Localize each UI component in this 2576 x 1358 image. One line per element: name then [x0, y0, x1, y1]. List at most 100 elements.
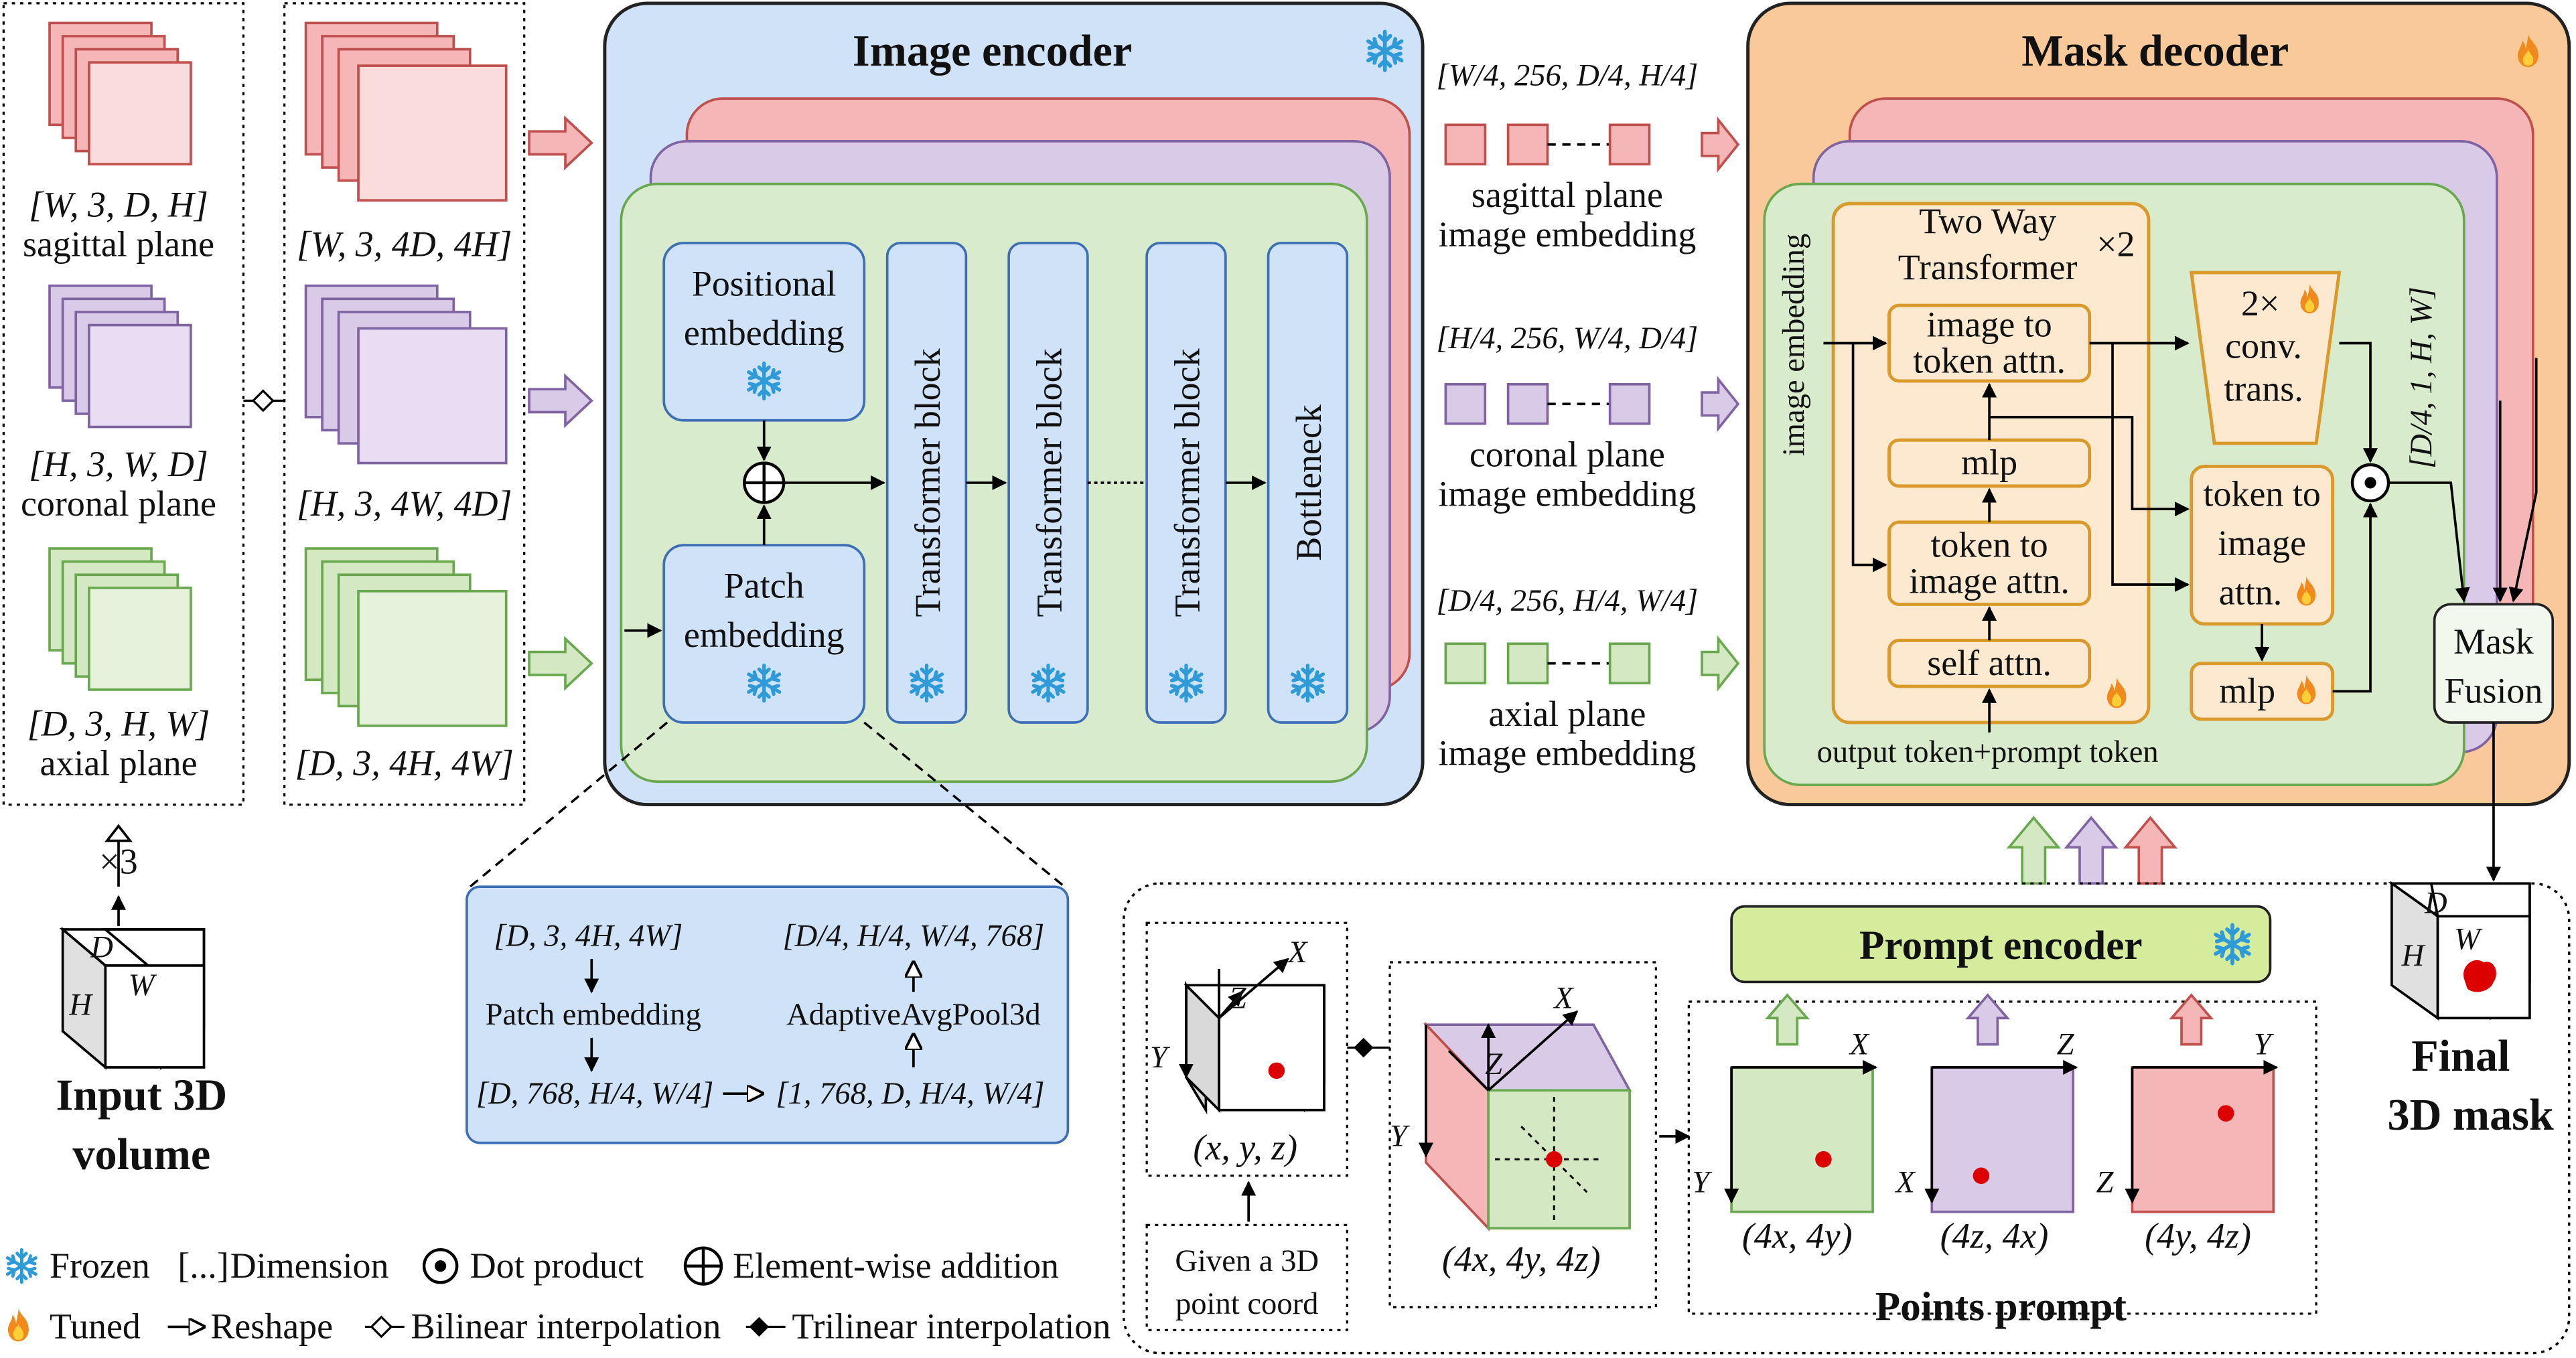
axial-embedding-label-2: image embedding	[1438, 733, 1696, 773]
points-prompt-title: Points prompt	[1875, 1284, 2127, 1330]
encoder-block-1: Transformer block	[885, 242, 968, 724]
coord-4xyz: (4x, 4y, 4z)	[1442, 1239, 1601, 1279]
patch-embedding-detail: [D, 3, 4H, 4W] Patch embedding [D, 768, …	[466, 721, 1070, 1144]
decoder-mlp-label: mlp	[1961, 443, 2017, 483]
conv-label-2: conv.	[2225, 326, 2302, 366]
image-encoder: Image encoder Positional embedding Patch…	[603, 1, 1425, 807]
input-stacks-column: [W, 3, D, H] sagittal plane [H, 3, W, D]…	[2, 2, 244, 806]
plane-prompts: X Y (4x, 4y) Z X (4z, 4x) Y	[1687, 993, 2317, 1330]
conv-label-3: trans.	[2224, 368, 2303, 408]
final-cube-w: W	[2454, 921, 2483, 956]
axial-point-marker	[1815, 1151, 1832, 1168]
input-title-2: volume	[72, 1130, 210, 1179]
tok-img-r-label-1: token to	[2204, 473, 2321, 514]
legend-dot: Dot product	[470, 1246, 644, 1286]
legend-frozen: Frozen	[50, 1246, 150, 1286]
trilinear-connector	[1347, 1037, 1390, 1058]
coronal-embedding: [H/4, 256, W/4, D/4] coronal plane image…	[1436, 321, 1740, 514]
decoder-image-embedding-label: image embedding	[1776, 234, 1811, 456]
dims-axial: [D, 3, H, W]	[27, 704, 210, 744]
coord-sagittal: (4y, 4z)	[2145, 1216, 2251, 1256]
coronal-axis-x: X	[1894, 1164, 1916, 1199]
twoway-label-2: Transformer	[1898, 247, 2078, 287]
positional-embedding-box	[662, 242, 866, 422]
cube-d: D	[90, 930, 113, 965]
output-token-label: output token+prompt token	[1817, 735, 2159, 769]
prompt-encoder-title: Prompt encoder	[1859, 923, 2143, 968]
legend-reshape: Reshape	[210, 1306, 333, 1347]
bottleneck-label: Bottleneck	[1289, 404, 1329, 561]
element-wise-addition-symbol	[743, 461, 786, 504]
input-volume: ×3 D H W Input 3D volume	[56, 824, 227, 1179]
dims-up-coronal: [H, 3, 4W, 4D]	[297, 483, 512, 524]
detail-pool-label: AdaptiveAvgPool3d	[786, 997, 1041, 1032]
block-label-3: Transformer block	[1167, 348, 1208, 617]
tok-img-r-label-2: image	[2218, 523, 2306, 563]
self-attn-label: self attn.	[1927, 643, 2052, 683]
point-marker	[1268, 1062, 1285, 1079]
legend: Frozen [...] Dimension Dot product Eleme…	[7, 1246, 1111, 1347]
mask-fusion-label-1: Mask	[2453, 621, 2534, 662]
legend-dimension-mark: [...]	[177, 1246, 228, 1286]
coronal-embedding-label-2: image embedding	[1438, 473, 1696, 514]
positional-label-2: embedding	[684, 313, 845, 353]
upsampled-point-cube: X Z Y (4x, 4y, 4z)	[1388, 961, 1657, 1308]
axial-prompt-plane: X Y (4x, 4y)	[1692, 993, 1878, 1256]
sagittal-embedding-dims: [W/4, 256, D/4, H/4]	[1436, 58, 1698, 93]
dims-up-sagittal: [W, 3, 4D, 4H]	[297, 224, 512, 265]
dims-sagittal: [W, 3, D, H]	[29, 185, 208, 225]
given-point-box: Given a 3D point coord	[1145, 1223, 1348, 1331]
cube-axis-x: X	[1287, 935, 1308, 970]
coronal-axis-z: Z	[2057, 1027, 2075, 1061]
token-to-image-label-1: token to	[1930, 524, 2048, 564]
label-coronal: coronal plane	[21, 483, 216, 524]
plane-embeddings: [W/4, 256, D/4, H/4] sagittal plane imag…	[1436, 58, 1740, 773]
cube-axis-y: Y	[1150, 1040, 1171, 1075]
sagittal-upsampled-stack	[304, 21, 508, 202]
cube-axis-z: Z	[1229, 981, 1247, 1016]
bilinear-connector	[243, 389, 285, 412]
legend-trilinear-icon	[745, 1316, 786, 1337]
mask-decoder: Mask decoder image embedding Two Way Tra…	[1746, 1, 2571, 807]
axial-embedding-dims: [D/4, 256, H/4, W/4]	[1436, 583, 1698, 618]
dims-up-axial: [D, 3, 4H, 4W]	[295, 743, 514, 783]
sagittal-slice-stack	[48, 21, 192, 166]
final-mask-blob	[2463, 960, 2496, 992]
sagittal-prompt-plane: Y Z (4y, 4z)	[2096, 993, 2279, 1256]
legend-bilinear: Bilinear interpolation	[411, 1306, 721, 1347]
twoway-times2: ×2	[2096, 224, 2135, 265]
final-cube-h: H	[2401, 938, 2426, 973]
patch-label-1: Patch	[724, 566, 804, 606]
sagittal-axis-z: Z	[2096, 1164, 2115, 1199]
encoder-block-3: Transformer block	[1145, 242, 1227, 724]
final-cube-d: D	[2424, 885, 2447, 920]
axial-axis-x: X	[1849, 1027, 1870, 1061]
cube-h: H	[68, 987, 93, 1022]
decoder-title: Mask decoder	[2021, 27, 2289, 76]
block-label-1: Transformer block	[908, 348, 948, 617]
plane-arrows-in	[528, 115, 593, 691]
cube2-axis-y: Y	[1390, 1119, 1411, 1154]
coronal-slice-stack	[48, 284, 192, 429]
axial-upsampled-stack	[304, 547, 508, 727]
cube2-axis-z: Z	[1485, 1047, 1503, 1081]
coronal-embedding-dims: [H/4, 256, W/4, D/4]	[1436, 321, 1698, 356]
detail-patch-label: Patch embedding	[486, 997, 701, 1032]
final-mask: D H W Final 3D mask	[2387, 722, 2554, 1140]
legend-frozen-icon	[7, 1250, 35, 1282]
token-to-image-label-2: image attn.	[1909, 560, 2070, 601]
conv-label-1: 2×	[2241, 283, 2279, 323]
legend-add-icon	[683, 1246, 723, 1286]
sagittal-embedding: [W/4, 256, D/4, H/4] sagittal plane imag…	[1436, 58, 1740, 254]
image-to-token-label-1: image to	[1926, 305, 2052, 345]
coord-coronal: (4z, 4x)	[1940, 1216, 2049, 1256]
axial-axis-y: Y	[1692, 1164, 1713, 1199]
mask-fusion-label-2: Fusion	[2444, 671, 2543, 711]
axial-embedding-label-1: axial plane	[1488, 694, 1646, 734]
points-prompt-region: Prompt encoder X Z Y (x, y, z) Given a 3…	[1123, 882, 2571, 1355]
dims-coronal: [H, 3, W, D]	[29, 444, 208, 484]
input-title-1: Input 3D	[56, 1071, 227, 1120]
point-cube-panel: X Z Y (x, y, z)	[1145, 921, 1348, 1177]
dot-product-symbol	[2350, 463, 2390, 503]
final-title-1: Final	[2411, 1032, 2510, 1081]
